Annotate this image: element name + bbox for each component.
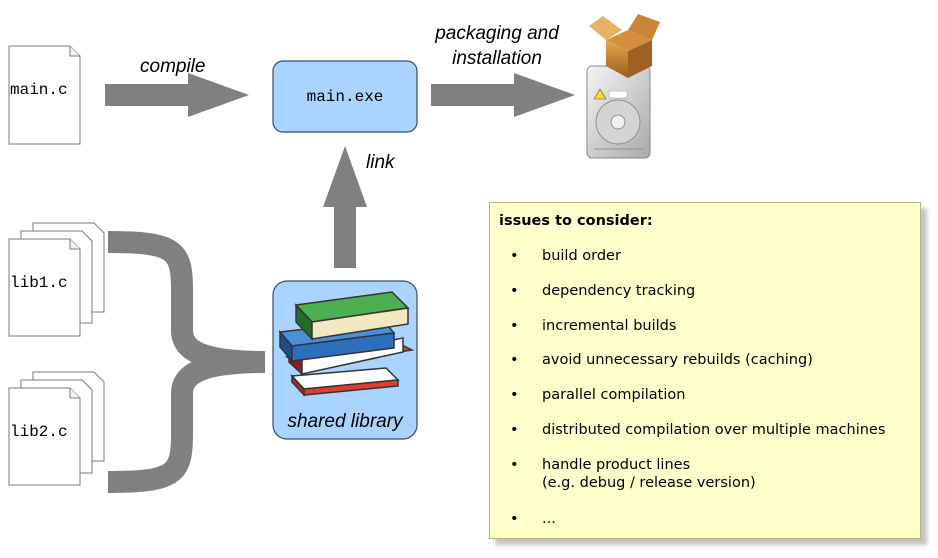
packaging-arrow: packaging and installation	[431, 23, 575, 117]
installation-target	[586, 14, 660, 159]
packaging-label-line2: installation	[452, 48, 542, 69]
shared-library-node: shared library	[272, 280, 418, 440]
shared-library-label: shared library	[287, 411, 404, 432]
packaging-label-line1: packaging and	[434, 23, 560, 44]
issue-more: ...	[542, 510, 556, 527]
bullet-icon: •	[510, 510, 519, 527]
link-label: link	[366, 152, 396, 173]
bullet-icon: •	[510, 282, 519, 299]
compile-label: compile	[140, 56, 205, 77]
curly-brace-connector	[107, 231, 266, 493]
document-icon	[8, 45, 81, 145]
link-arrow: link	[323, 146, 396, 268]
box-icon	[589, 14, 660, 78]
lib2-c-documents: lib2.c	[8, 371, 105, 486]
lib2-c-label: lib2.c	[10, 423, 68, 441]
hard-drive-icon	[586, 65, 651, 159]
bullet-icon: •	[510, 421, 519, 438]
lib1-c-label: lib1.c	[10, 274, 68, 292]
issue-distributed-compilation: distributed compilation over multiple ma…	[542, 421, 886, 438]
issues-note: issues to consider: • build order • depend…	[489, 202, 921, 539]
bullet-icon: •	[510, 387, 519, 404]
document-icon	[8, 371, 105, 486]
main-c-document: main.c	[8, 45, 81, 145]
bullet-icon: •	[510, 317, 519, 334]
compile-arrow: compile	[105, 56, 249, 117]
issue-build-order: build order	[542, 248, 621, 264]
main-exe-node: main.exe	[272, 60, 418, 133]
issue-parallel-compilation: parallel compilation	[542, 387, 686, 404]
lib1-c-documents: lib1.c	[8, 222, 105, 337]
issues-title: issues to consider:	[499, 213, 653, 229]
issue-product-lines: handle product lines (e.g. debug / relea…	[542, 456, 756, 491]
bullet-icon: •	[510, 248, 519, 264]
main-exe-label: main.exe	[307, 88, 384, 106]
bullet-icon: •	[510, 352, 519, 369]
issue-dependency-tracking: dependency tracking	[542, 282, 696, 299]
main-c-label: main.c	[10, 81, 68, 99]
books-icon	[278, 291, 415, 397]
bullet-icon: •	[510, 456, 519, 473]
document-icon	[8, 222, 105, 337]
issue-avoid-rebuilds: avoid unnecessary rebuilds (caching)	[542, 352, 813, 369]
issue-incremental-builds: incremental builds	[542, 317, 677, 334]
